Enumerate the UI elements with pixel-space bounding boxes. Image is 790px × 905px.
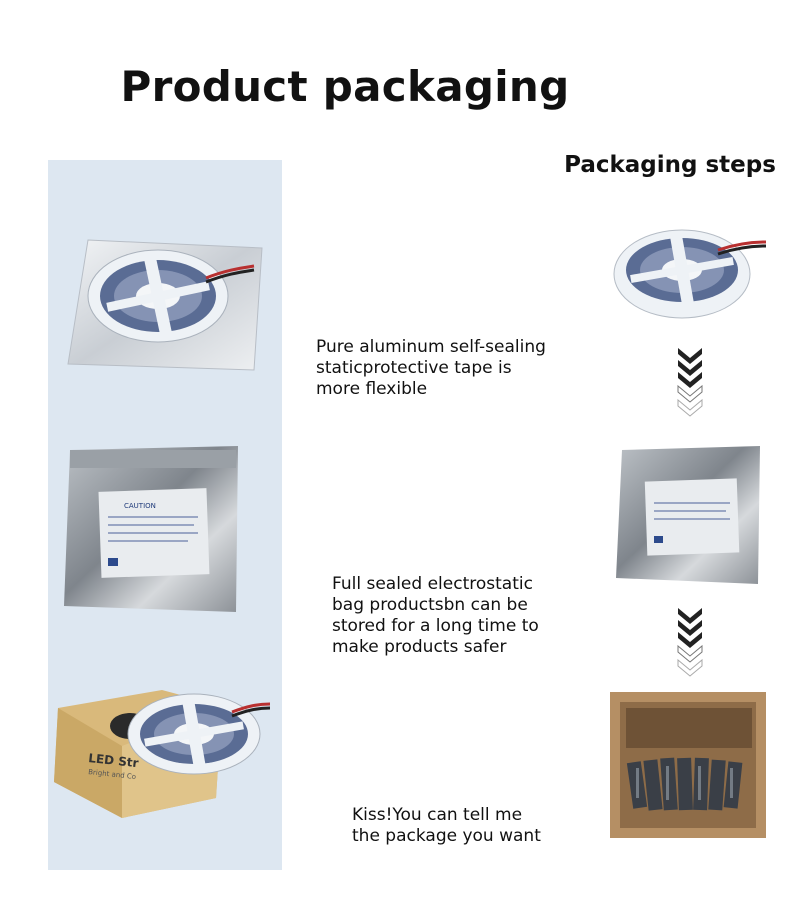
description-line: stored for a long time to (332, 616, 539, 636)
description-aluminum-tape: Pure aluminum self-sealing staticprotect… (316, 337, 566, 400)
description-line: more flexible (316, 379, 428, 399)
description-line: bag productsbn can be (332, 595, 528, 615)
description-line: staticprotective tape is (316, 358, 512, 378)
esd-bag-image: CAUTION (64, 446, 238, 612)
description-line: Full sealed electrostatic (332, 574, 533, 594)
step-carton-image (610, 692, 766, 838)
bag-caution-text: CAUTION (124, 502, 156, 510)
box-with-reel-image: LED Str Bright and Co (54, 690, 271, 818)
description-line: the package you want (352, 826, 541, 846)
chevron-down-icon (677, 348, 703, 417)
description-line: make products safer (332, 637, 507, 657)
description-line: Pure aluminum self-sealing (316, 337, 546, 357)
box-label-title: LED Str (88, 751, 140, 770)
reel-in-clear-bag-image (67, 239, 263, 371)
step-reel-image (613, 229, 767, 319)
description-electrostatic-bag: Full sealed electrostatic bag productsbn… (332, 574, 572, 658)
packaging-steps-title: Packaging steps (564, 152, 776, 178)
page-title: Product packaging (120, 62, 570, 111)
chevron-down-icon (677, 608, 703, 677)
step-esd-bag-image (616, 446, 760, 584)
description-line: Kiss!You can tell me (352, 805, 523, 825)
description-custom-package: Kiss!You can tell me the package you wan… (352, 805, 582, 847)
